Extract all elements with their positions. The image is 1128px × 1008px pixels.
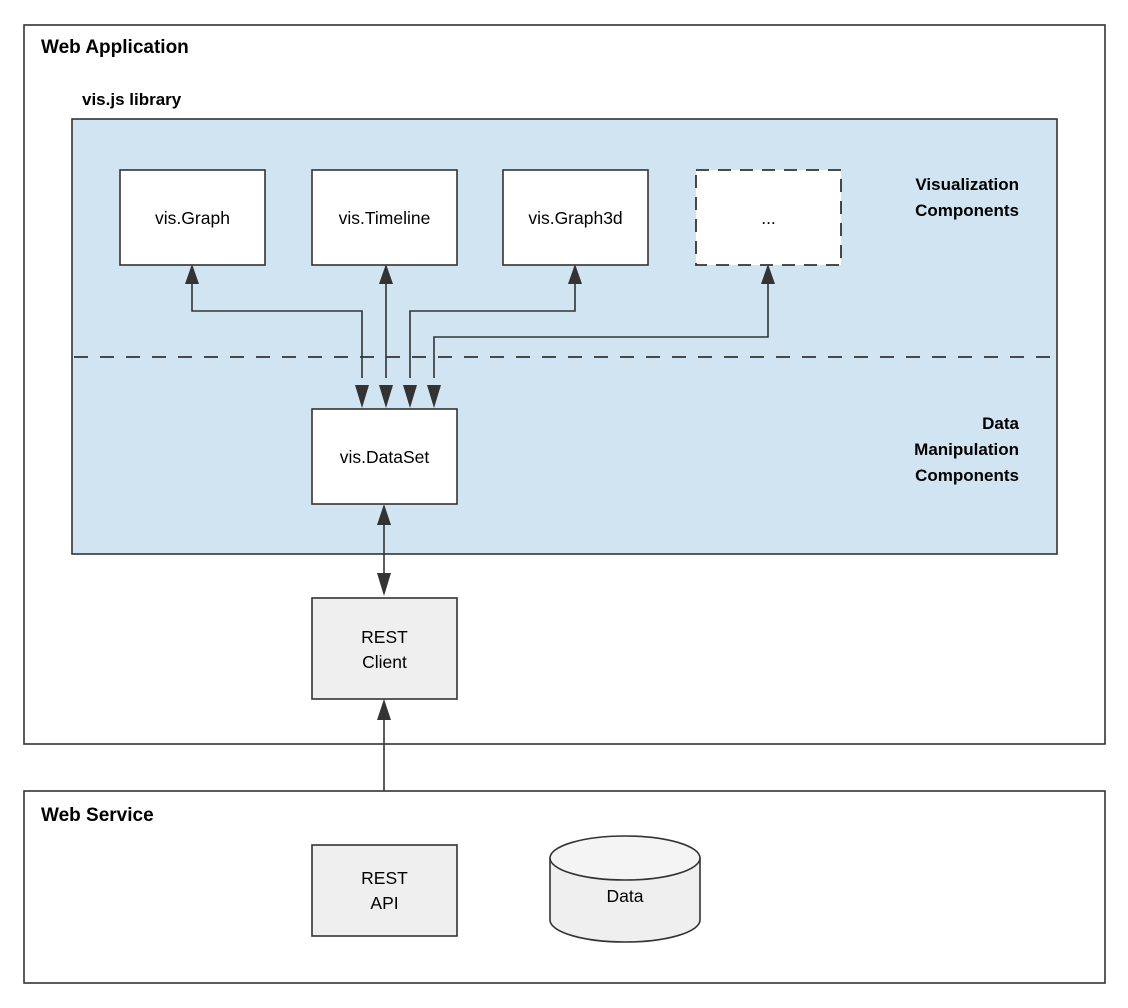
- node-vis-dataset[interactable]: vis.DataSet: [311, 408, 458, 505]
- arrowhead-up-vis-graph: [185, 264, 199, 284]
- node-vis-timeline-rect[interactable]: [311, 169, 458, 266]
- node-vis-graph3d-label: vis.Graph3d: [528, 208, 622, 228]
- node-more-components-rect[interactable]: [695, 169, 842, 266]
- data-manipulation-components-label: Data Manipulation Components: [914, 414, 1019, 485]
- node-vis-dataset-label: vis.DataSet: [340, 447, 430, 467]
- node-vis-timeline[interactable]: vis.Timeline: [311, 169, 458, 266]
- connector-vis-graph-dataset: [191, 279, 363, 378]
- data-cylinder-top: [549, 835, 701, 881]
- node-more-components[interactable]: ...: [695, 169, 842, 266]
- arrowhead-up-rest-client: [377, 699, 391, 720]
- node-more-components-label: ...: [761, 208, 776, 228]
- arrowhead-down-vis-graph3d: [403, 385, 417, 408]
- node-rest-client-label-line2: Client: [362, 652, 407, 672]
- arrowhead-down-vis-timeline: [379, 385, 393, 408]
- visualization-components-label-line1: Visualization: [915, 175, 1019, 194]
- arrowhead-down-rest-client: [377, 573, 391, 596]
- node-vis-timeline-label: vis.Timeline: [339, 208, 431, 228]
- web-service-title: Web Service: [41, 805, 154, 826]
- vis-js-library-panel: vis.js library Visualization Components …: [71, 90, 1058, 555]
- web-application-title: Web Application: [41, 37, 189, 58]
- node-vis-dataset-rect[interactable]: [311, 408, 458, 505]
- data-manipulation-label-line3: Components: [915, 466, 1019, 485]
- data-manipulation-label-line2: Manipulation: [914, 440, 1019, 459]
- data-cylinder-body[interactable]: [549, 857, 701, 943]
- arrowhead-up-dataset: [377, 504, 391, 525]
- node-data-store-label: Data: [607, 886, 644, 906]
- arrowhead-down-vis-graph: [355, 385, 369, 408]
- connector-vis-graph3d-dataset: [409, 279, 576, 378]
- node-rest-client-label-line1: REST: [361, 627, 408, 647]
- node-data-store[interactable]: Data: [549, 835, 701, 943]
- node-vis-graph3d[interactable]: vis.Graph3d: [502, 169, 649, 266]
- arrowhead-up-more: [761, 264, 775, 284]
- arrowhead-up-vis-timeline: [379, 264, 393, 284]
- node-vis-graph-rect[interactable]: [119, 169, 266, 266]
- node-rest-api-label-line1: REST: [361, 868, 408, 888]
- visualization-components-label: Visualization Components: [915, 175, 1019, 220]
- node-vis-graph3d-rect[interactable]: [502, 169, 649, 266]
- node-rest-client-rect[interactable]: [311, 597, 458, 700]
- data-manipulation-label-line1: Data: [982, 414, 1019, 433]
- node-vis-graph[interactable]: vis.Graph: [119, 169, 266, 266]
- node-vis-graph-label: vis.Graph: [155, 208, 230, 228]
- node-rest-api-label-line2: API: [370, 893, 398, 913]
- node-rest-api-rect[interactable]: [311, 844, 458, 937]
- arrowhead-down-more: [427, 385, 441, 408]
- connector-more-dataset: [433, 279, 769, 378]
- node-rest-api[interactable]: REST API: [311, 844, 458, 937]
- visualization-components-label-line2: Components: [915, 201, 1019, 220]
- arrowhead-up-vis-graph3d: [568, 264, 582, 284]
- vis-js-library-title: vis.js library: [82, 90, 182, 109]
- node-rest-client[interactable]: REST Client: [311, 597, 458, 700]
